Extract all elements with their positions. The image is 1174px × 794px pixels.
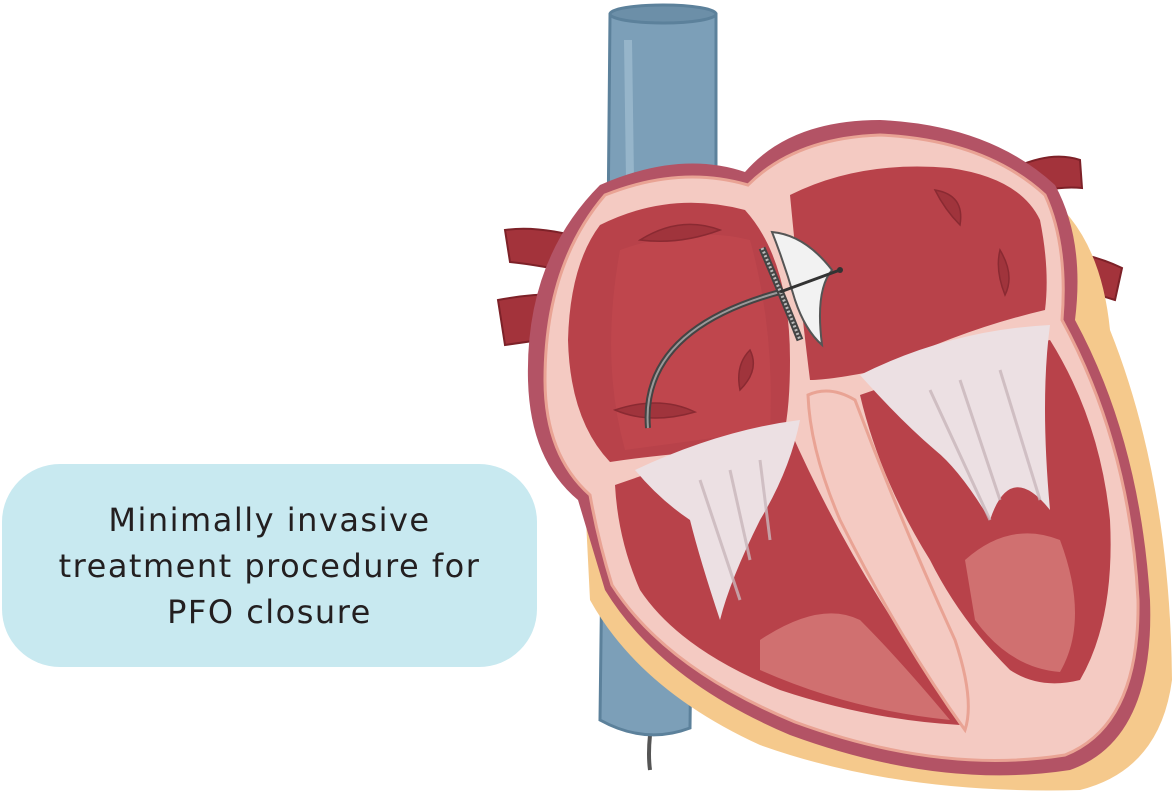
caption-box: Minimally invasive treatment procedure f… <box>2 464 537 667</box>
caption-line-2: treatment procedure for <box>58 546 481 585</box>
catheter-wire-lower <box>647 734 652 771</box>
interventricular-septum <box>806 389 970 734</box>
atrial-appendage-flaps <box>612 189 1010 419</box>
caption-line-3: PFO closure <box>167 592 372 631</box>
caption-line-1: Minimally invasive <box>108 500 431 539</box>
caption-text: Minimally invasive treatment procedure f… <box>59 497 481 635</box>
tricuspid-valve <box>635 420 800 620</box>
left-atrium <box>790 166 1047 380</box>
vena-cava-opening <box>608 3 718 25</box>
pfo-occluder-device <box>758 230 843 348</box>
chordae-tendineae <box>698 369 1042 601</box>
